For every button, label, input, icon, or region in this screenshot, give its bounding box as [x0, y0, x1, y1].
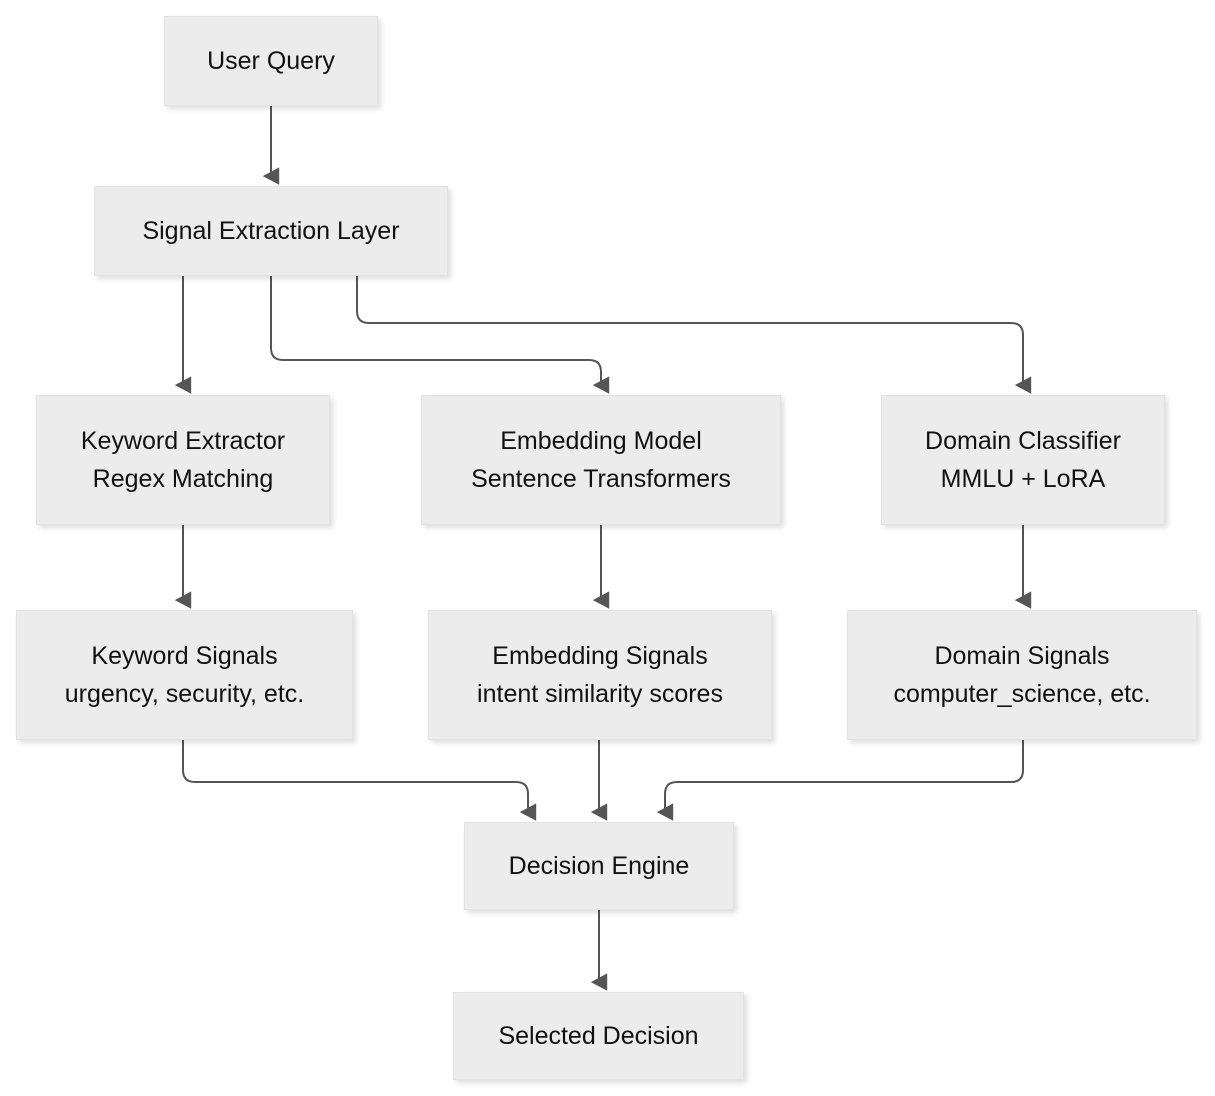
node-decision_engine[interactable]: Decision Engine	[464, 822, 734, 910]
node-label-primary: Domain Signals	[934, 641, 1110, 670]
node-label-primary: Embedding Model	[500, 426, 702, 455]
edge-signal_extraction_layer-to-embedding_model	[270, 276, 610, 394]
node-label-primary: Selected Decision	[498, 1021, 699, 1050]
node-label-primary: Signal Extraction Layer	[142, 216, 400, 245]
node-label-secondary: computer_science, etc.	[893, 679, 1151, 708]
edge-domain_signals-to-decision_engine	[656, 740, 1024, 821]
node-signal_extraction_layer[interactable]: Signal Extraction Layer	[94, 186, 448, 276]
node-selected_decision[interactable]: Selected Decision	[453, 992, 744, 1080]
node-label-secondary: Regex Matching	[92, 464, 274, 493]
node-keyword_signals[interactable]: Keyword Signals urgency, security, etc.	[16, 610, 353, 740]
node-label-primary: Domain Classifier	[925, 426, 1121, 455]
node-label-secondary: Sentence Transformers	[471, 464, 731, 493]
node-label-primary: Decision Engine	[508, 851, 690, 880]
node-user_query[interactable]: User Query	[164, 16, 378, 106]
node-label-primary: Keyword Signals	[91, 641, 278, 670]
edge-keyword_signals-to-decision_engine	[182, 740, 537, 821]
node-domain_signals[interactable]: Domain Signals computer_science, etc.	[847, 610, 1197, 740]
node-label-primary: Embedding Signals	[492, 641, 708, 670]
node-label-primary: Keyword Extractor	[80, 426, 286, 455]
node-label-primary: User Query	[207, 46, 335, 75]
node-label-secondary: MMLU + LoRA	[940, 464, 1106, 493]
edge-signal_extraction_layer-to-domain_classifier	[356, 276, 1032, 394]
node-embedding_signals[interactable]: Embedding Signals intent similarity score…	[428, 610, 772, 740]
node-label-secondary: intent similarity scores	[477, 679, 723, 708]
node-label-secondary: urgency, security, etc.	[64, 679, 305, 708]
